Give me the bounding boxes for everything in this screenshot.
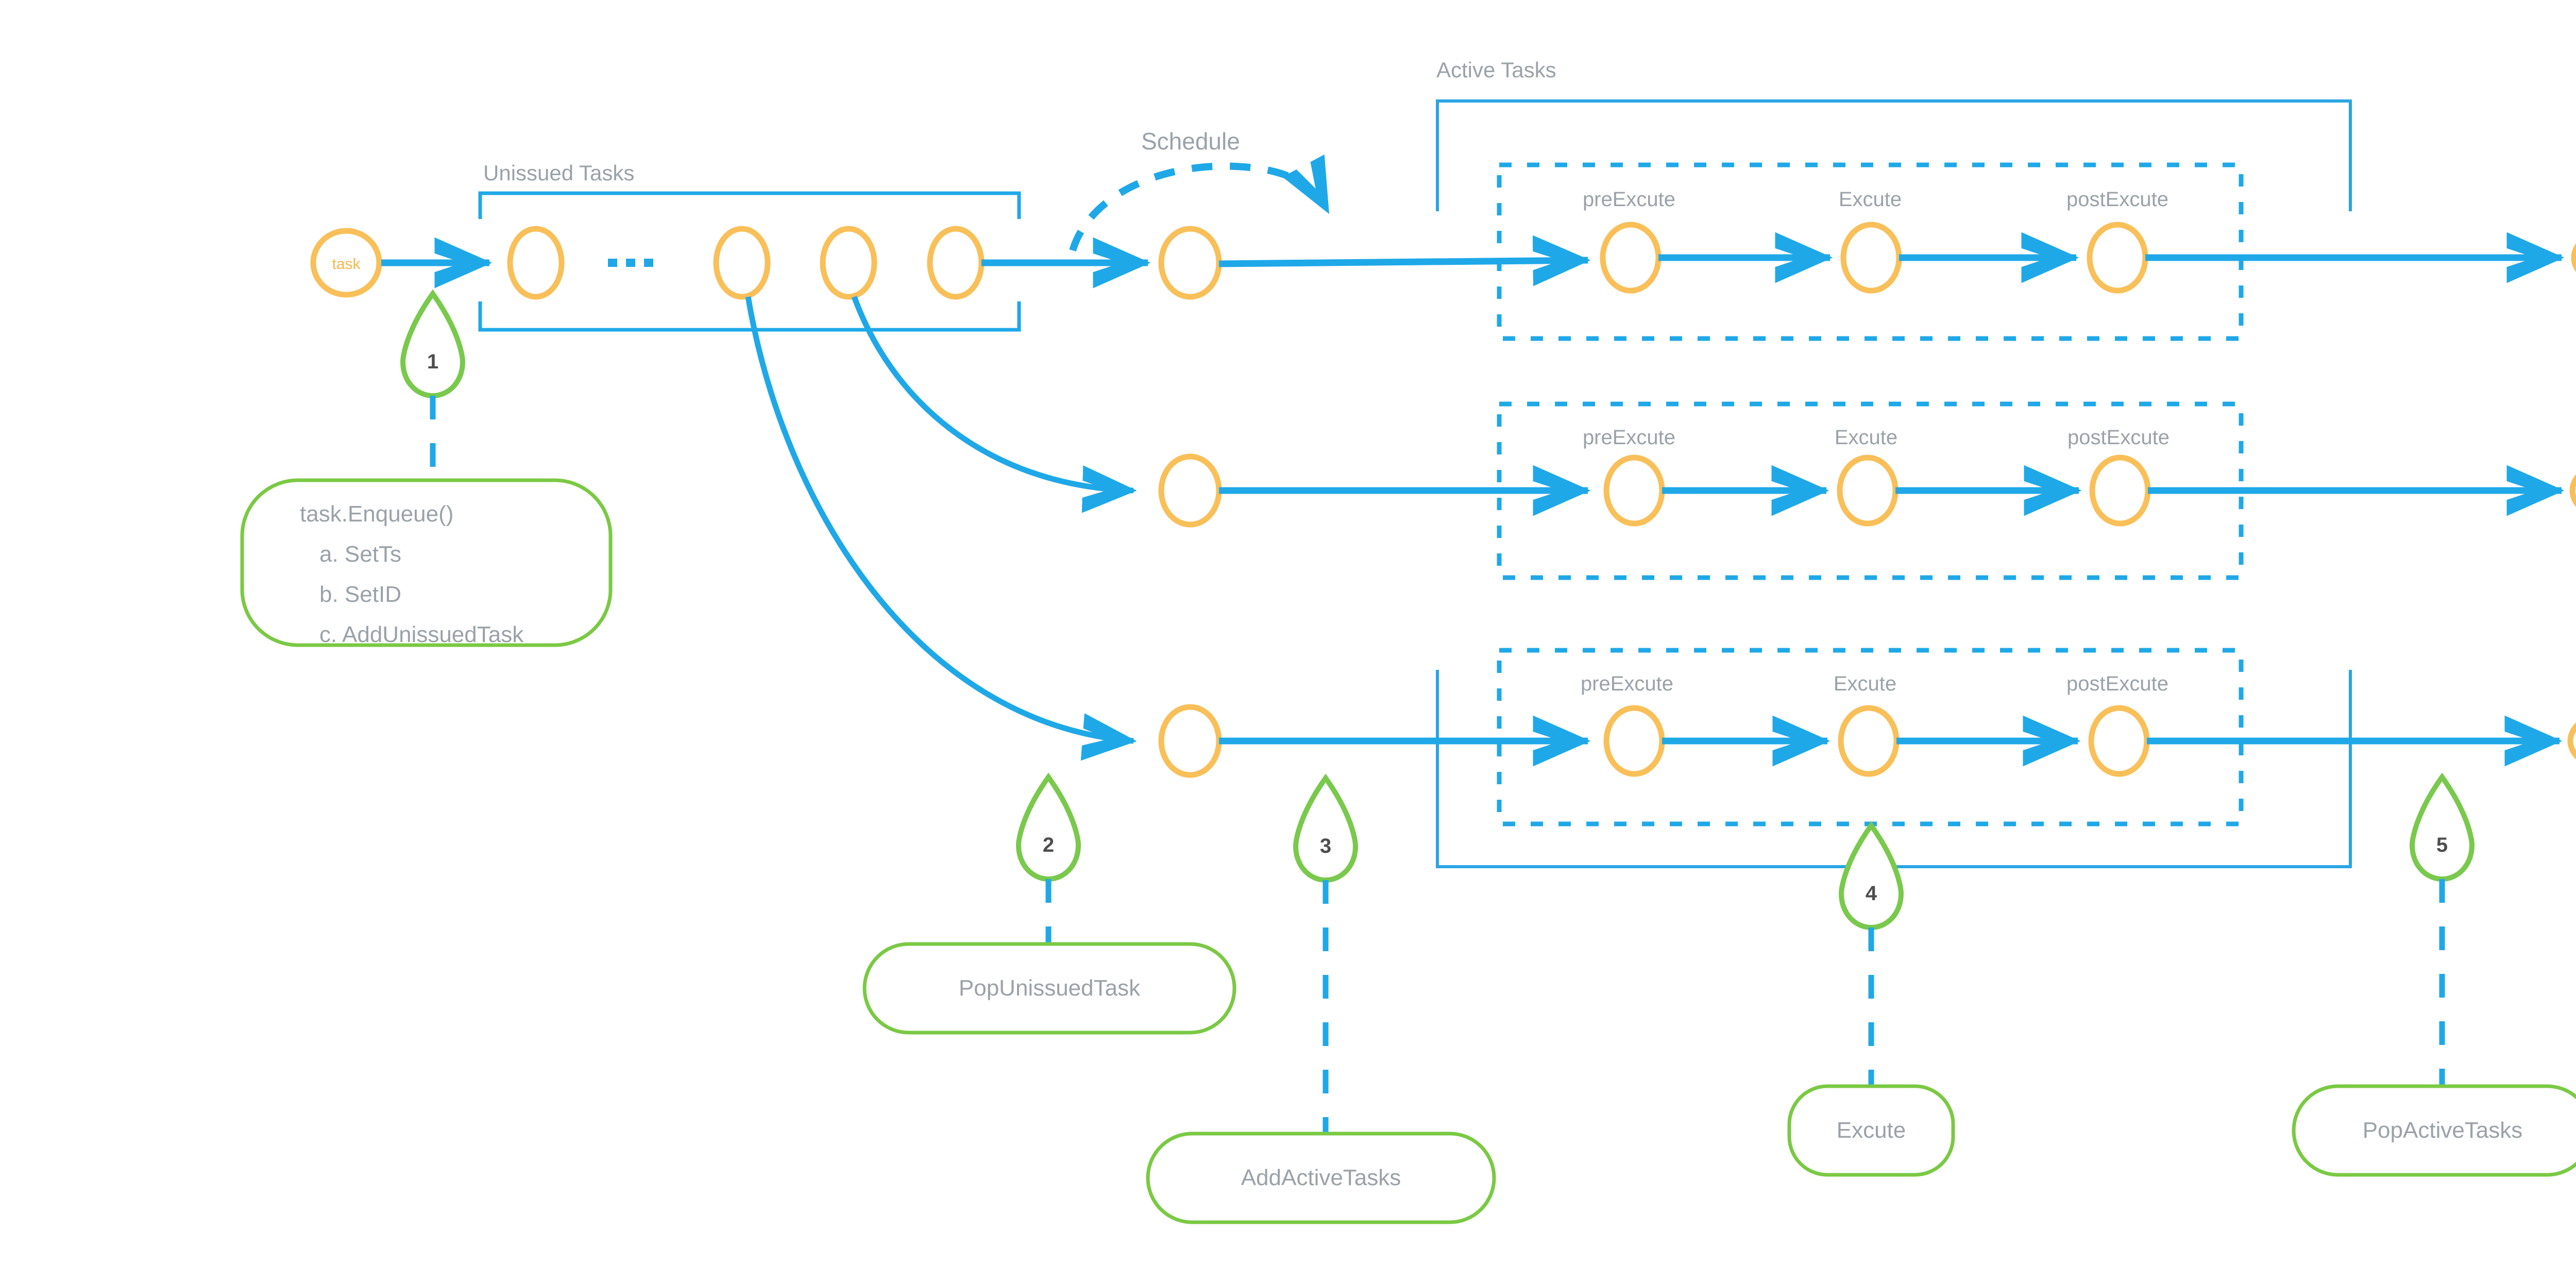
row2-stage-label-preexcute: preExcute: [1583, 426, 1675, 449]
marker-1-droplet: [400, 289, 466, 399]
marker-5[interactable]: 5: [2409, 772, 2475, 882]
row3-stage-node-excute[interactable]: [1838, 705, 1900, 777]
marker-3[interactable]: 3: [1293, 773, 1359, 883]
callout-enqueue-item-b: b. SetID: [319, 582, 401, 607]
node-task[interactable]: [310, 228, 382, 298]
node-task-label: task: [332, 256, 361, 273]
row3-stage-node-preexcute[interactable]: [1603, 705, 1665, 777]
section-label-unissued-tasks: Unissued Tasks: [483, 161, 634, 185]
edge-queue-to-row3: [745, 296, 1137, 761]
marker-5-number: 5: [2436, 834, 2448, 856]
callout-enqueue-title: task.Enqueue(): [300, 501, 453, 527]
queue-node-2[interactable]: [713, 226, 771, 300]
row3-stage-label-excute: Excute: [1834, 672, 1896, 695]
marker-4-number: 4: [1866, 882, 1877, 905]
edge-queue-to-row2: [851, 296, 1137, 513]
row3-stage-label-postexcute: postExcute: [2066, 672, 2168, 695]
row2-stage-node-postexcute[interactable]: [2089, 454, 2151, 527]
callout-excute[interactable]: [1787, 1084, 1955, 1177]
row2-stage-label-excute: Excute: [1835, 426, 1897, 449]
queue-node-4[interactable]: [927, 226, 985, 300]
row-1: preExcute Excute postExcute: [1158, 162, 2576, 341]
callout-enqueue[interactable]: [240, 478, 613, 647]
unissued-tasks-bracket-top: [478, 191, 1021, 219]
row1-edge-to-preexcute: [1218, 235, 1591, 286]
row1-end-node[interactable]: [2571, 229, 2576, 286]
marker-3-droplet: [1293, 773, 1359, 883]
queue-node-1[interactable]: [507, 226, 565, 300]
edge-schedule-arc: [1069, 154, 1331, 252]
marker-1-number: 1: [427, 350, 438, 373]
callout-popunissued-title: PopUnissuedTask: [959, 975, 1141, 1001]
edge-label-schedule: Schedule: [1141, 128, 1240, 155]
callout-enqueue-item-a: a. SetTs: [319, 542, 401, 567]
marker-2-number: 2: [1043, 834, 1054, 856]
callout-addactive-title: AddActiveTasks: [1241, 1165, 1401, 1190]
row1-scheduled-node[interactable]: [1158, 226, 1222, 300]
marker-4[interactable]: 4: [1838, 821, 1904, 931]
callout-popactive[interactable]: [2292, 1084, 2576, 1177]
row1-stage-node-excute[interactable]: [1840, 222, 1902, 294]
active-tasks-bracket-top: [1436, 99, 2352, 211]
row1-stage-label-preexcute: preExcute: [1583, 188, 1675, 211]
queue-ellipsis: [608, 259, 653, 267]
marker-3-number: 3: [1320, 835, 1331, 857]
marker-2-droplet: [1015, 772, 1081, 882]
callout-popunissued[interactable]: [862, 942, 1236, 1035]
row1-stage-node-postexcute[interactable]: [2087, 222, 2148, 294]
row-2: preExcute Excute postExcute: [1158, 401, 2576, 580]
row2-stage-label-postexcute: postExcute: [2067, 426, 2170, 449]
callout-excute-title: Excute: [1837, 1118, 1906, 1143]
row2-scheduled-node[interactable]: [1158, 453, 1222, 528]
row2-end-node[interactable]: [2569, 462, 2576, 519]
callout-addactive[interactable]: [1146, 1132, 1496, 1224]
queue-node-3[interactable]: [820, 226, 877, 300]
row2-stage-node-excute[interactable]: [1837, 454, 1899, 527]
row3-end-node[interactable]: [2567, 713, 2576, 769]
row1-stage-node-preexcute[interactable]: [1600, 222, 1662, 294]
unissued-tasks-bracket-bottom: [478, 301, 1021, 332]
marker-2[interactable]: 2: [1015, 772, 1081, 882]
section-label-active-tasks: Active Tasks: [1436, 58, 1556, 82]
row3-stage-node-postexcute[interactable]: [2088, 705, 2150, 777]
callout-enqueue-item-c: c. AddUnissuedTask: [319, 622, 524, 647]
row2-stage-node-preexcute[interactable]: [1603, 454, 1665, 527]
callout-popactive-title: PopActiveTasks: [2363, 1118, 2523, 1143]
marker-4-droplet: [1838, 821, 1904, 931]
marker-5-droplet: [2409, 772, 2475, 882]
marker-1[interactable]: 1: [400, 289, 466, 399]
row1-stage-label-postexcute: postExcute: [2066, 188, 2168, 211]
row-3: preExcute Excute postExcute: [1158, 648, 2576, 826]
row3-stage-label-preexcute: preExcute: [1581, 672, 1673, 695]
row1-pipeline-box: [1497, 162, 2244, 341]
active-tasks-bracket-bottom: [1436, 670, 2352, 868]
row2-pipeline-box: [1497, 401, 2244, 580]
row3-scheduled-node[interactable]: [1158, 704, 1222, 778]
row1-stage-label-excute: Excute: [1839, 188, 1902, 211]
